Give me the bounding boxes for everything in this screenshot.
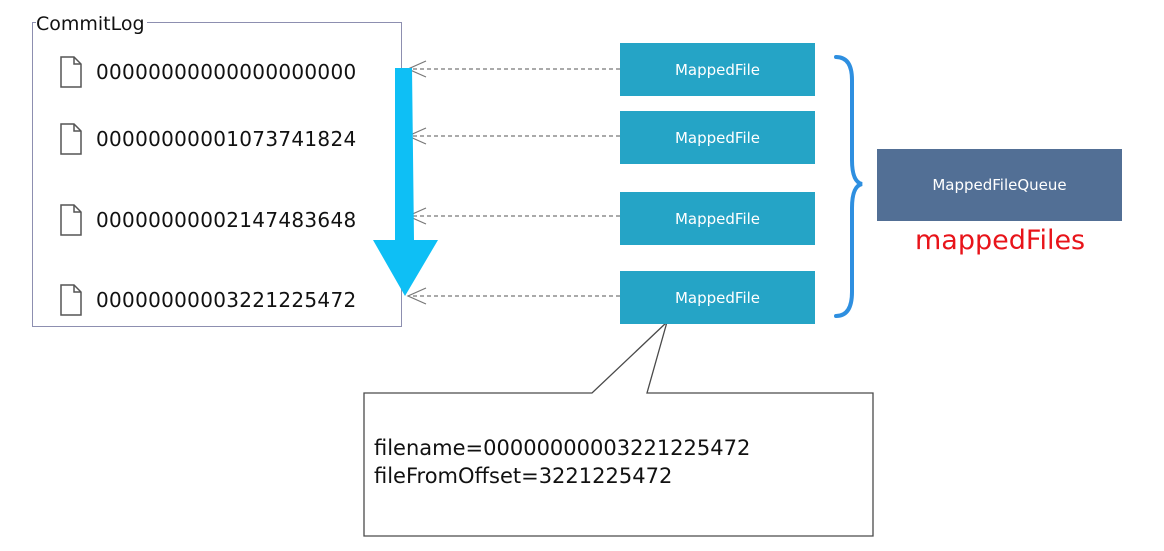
file-icon — [60, 56, 82, 88]
file-icon — [60, 284, 82, 316]
commitlog-file-name: 00000000001073741824 — [96, 127, 357, 151]
mapped-file-box[interactable]: MappedFile — [620, 43, 815, 96]
commitlog-file-name: 00000000003221225472 — [96, 288, 357, 312]
commitlog-file-name: 00000000000000000000 — [96, 60, 357, 84]
file-icon — [60, 204, 82, 236]
mapped-files-field-label: mappedFiles — [915, 225, 1086, 256]
mapped-file-queue-box[interactable]: MappedFileQueue — [877, 149, 1122, 221]
commitlog-file-name: 00000000002147483648 — [96, 208, 357, 232]
mapped-file-box[interactable]: MappedFile — [620, 271, 815, 324]
callout-filename: filename=00000000003221225472 — [374, 436, 751, 460]
callout-text: filename=00000000003221225472 fileFromOf… — [374, 434, 750, 490]
callout-file-from-offset: fileFromOffset=3221225472 — [374, 464, 673, 488]
mapped-file-box[interactable]: MappedFile — [620, 192, 815, 245]
commitlog-file-row[interactable]: 00000000000000000000 — [60, 55, 357, 89]
mapped-file-box[interactable]: MappedFile — [620, 111, 815, 164]
commitlog-title: CommitLog — [36, 12, 147, 36]
commitlog-file-row[interactable]: 00000000001073741824 — [60, 122, 357, 156]
commitlog-file-row[interactable]: 00000000002147483648 — [60, 203, 357, 237]
commitlog-file-row[interactable]: 00000000003221225472 — [60, 283, 357, 317]
file-icon — [60, 123, 82, 155]
callout-box — [363, 319, 874, 537]
brace-icon — [834, 55, 863, 318]
mapping-arrows — [406, 60, 620, 305]
